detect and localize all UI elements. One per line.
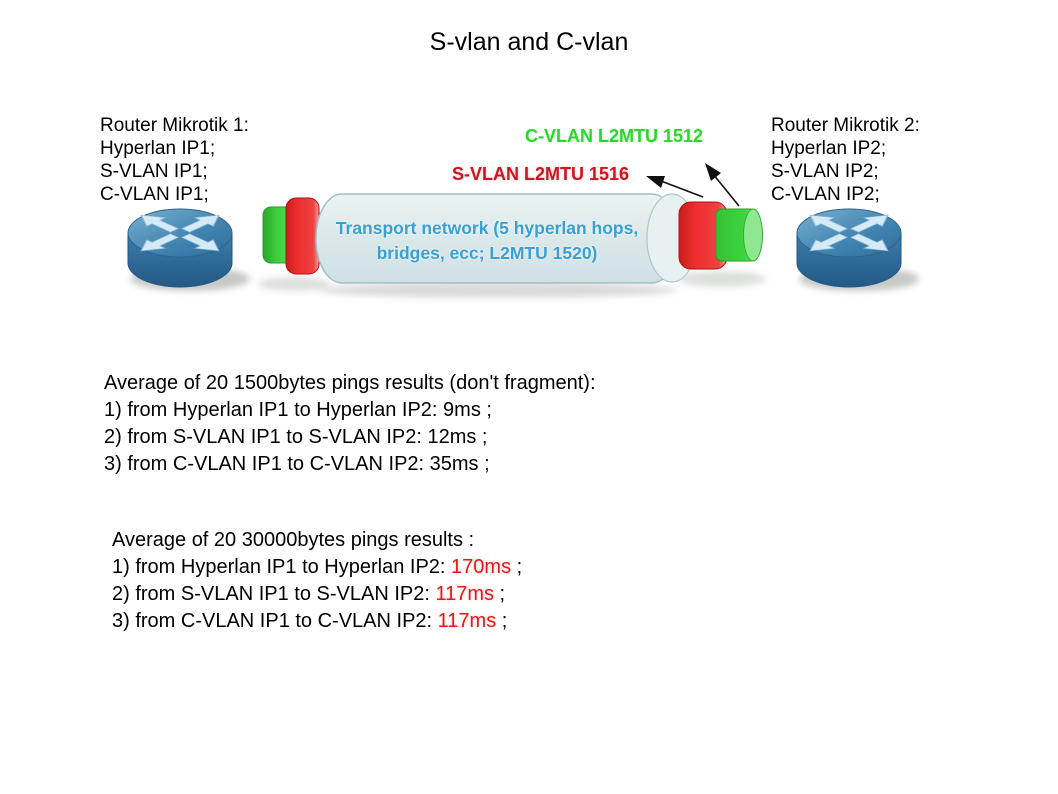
left-cap-shadow: [258, 277, 330, 291]
ping-results-1500-block: Average of 20 1500bytes pings results (d…: [104, 370, 596, 478]
router-2-line-0: Router Mikrotik 2:: [771, 115, 920, 136]
svlan-l2mtu-label: S-VLAN L2MTU 1516: [452, 164, 630, 184]
router-2-crossed-arrows-icon: [797, 209, 919, 291]
tube-shadow: [318, 282, 678, 298]
right-cvlan-cap: [715, 208, 757, 262]
ping-30000-line-1-suffix: ;: [511, 556, 523, 578]
ping-30000-line-3-suffix: ;: [496, 610, 508, 632]
router-2-label: Router Mikrotik 2: Hyperlan IP2; S-VLAN …: [771, 114, 920, 206]
cvlan-callout-arrow: [705, 163, 740, 207]
router-2-line-3: C-VLAN IP2;: [771, 184, 880, 205]
ping-30000-line-1: 1) from Hyperlan IP1 to Hyperlan IP2: 17…: [112, 554, 522, 581]
right-cap-shadow: [678, 271, 766, 287]
ping-30000-line-3-value: 117ms: [437, 610, 497, 632]
page-title: S-vlan and C-vlan: [429, 28, 629, 56]
left-cvlan-cap: [262, 206, 296, 264]
router-1-line-0: Router Mikrotik 1:: [100, 115, 249, 136]
ping-1500-line-3: 3) from C-VLAN IP1 to C-VLAN IP2: 35ms ;: [104, 453, 490, 475]
ping-30000-line-3: 3) from C-VLAN IP1 to C-VLAN IP2: 117ms …: [112, 608, 522, 635]
ping-1500-heading: Average of 20 1500bytes pings results (d…: [104, 372, 596, 394]
router-1-label: Router Mikrotik 1: Hyperlan IP1; S-VLAN …: [100, 114, 249, 206]
transport-network-label: Transport network (5 hyperlan hops, brid…: [307, 216, 667, 266]
ping-30000-line-1-prefix: 1) from Hyperlan IP1 to Hyperlan IP2:: [112, 556, 452, 578]
ping-results-30000-block: Average of 20 30000bytes pings results :…: [112, 527, 522, 635]
cvlan-l2mtu-label: C-VLAN L2MTU 1512: [525, 126, 704, 146]
ping-30000-line-3-prefix: 3) from C-VLAN IP1 to C-VLAN IP2:: [112, 610, 438, 632]
transport-network-line-2: bridges, ecc; L2MTU 1520): [376, 243, 598, 263]
router-1-line-3: C-VLAN IP1;: [100, 184, 209, 205]
router-1-line-1: Hyperlan IP1;: [100, 138, 216, 159]
router-2-line-1: Hyperlan IP2;: [771, 138, 887, 159]
router-1-crossed-arrows-icon: [128, 209, 250, 291]
router-1-line-2: S-VLAN IP1;: [100, 161, 208, 182]
ping-1500-line-2: 2) from S-VLAN IP1 to S-VLAN IP2: 12ms ;: [104, 426, 488, 448]
ping-30000-heading: Average of 20 30000bytes pings results :: [112, 529, 475, 551]
right-cvlan-cap-face: [743, 208, 763, 262]
ping-30000-line-2-prefix: 2) from S-VLAN IP1 to S-VLAN IP2:: [112, 583, 436, 605]
ping-30000-line-1-value: 170ms: [451, 556, 512, 578]
transport-network-line-1: Transport network (5 hyperlan hops,: [335, 218, 639, 238]
svlan-callout-arrow: [646, 176, 704, 198]
right-svlan-ring: [678, 201, 728, 270]
ping-30000-line-2-value: 117ms: [435, 583, 494, 605]
ping-30000-line-2-suffix: ;: [494, 583, 506, 605]
ping-30000-line-2: 2) from S-VLAN IP1 to S-VLAN IP2: 117ms …: [112, 581, 522, 608]
router-2-line-2: S-VLAN IP2;: [771, 161, 879, 182]
ping-1500-line-1: 1) from Hyperlan IP1 to Hyperlan IP2: 9m…: [104, 399, 492, 421]
